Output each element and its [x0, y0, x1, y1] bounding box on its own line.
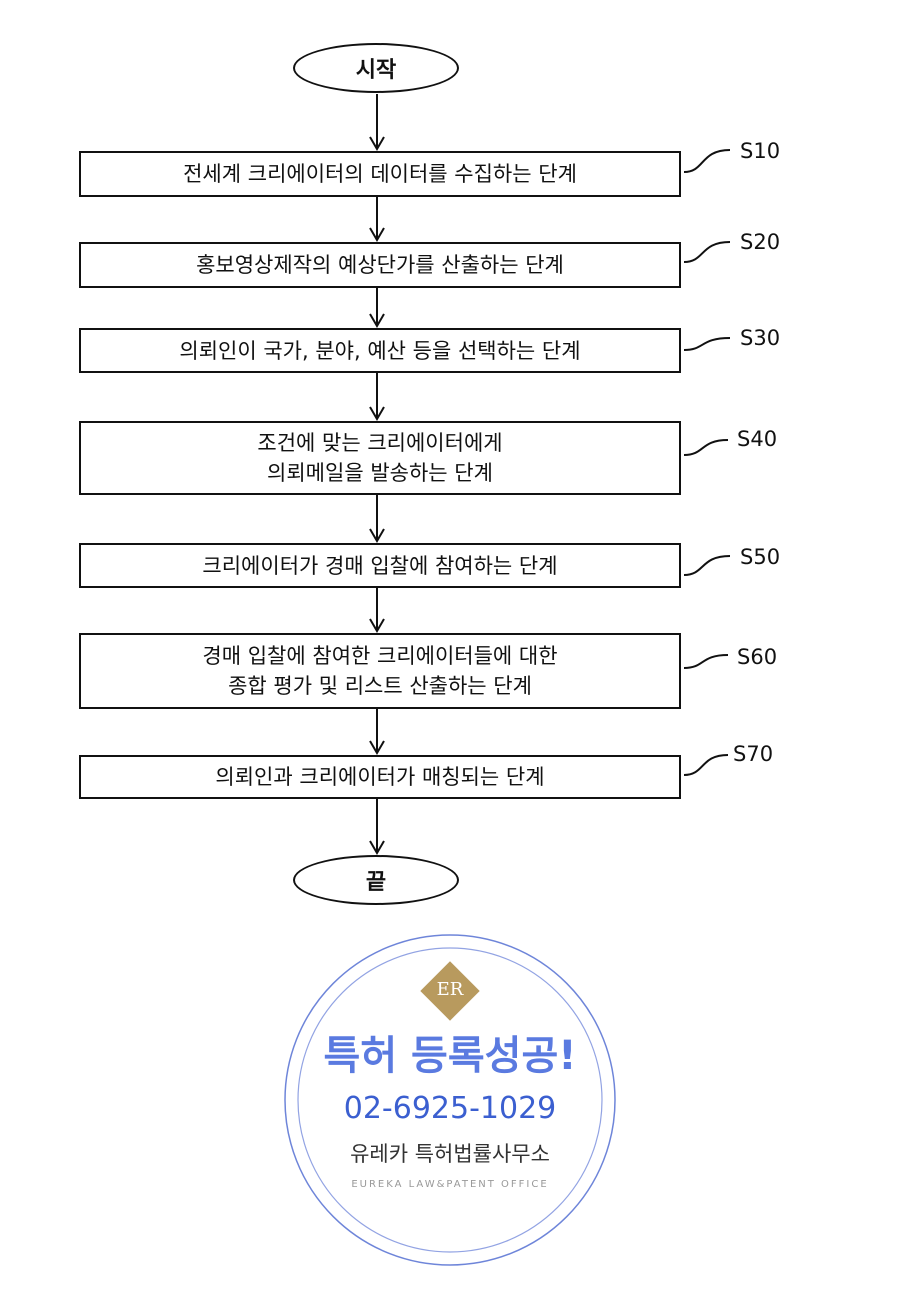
- watermark-phone: 02-6925-1029: [280, 1090, 620, 1128]
- step-label: S20: [740, 230, 780, 254]
- watermark-office-ko: 유레카 특허법률사무소: [280, 1140, 620, 1168]
- step-box-s20: 홍보영상제작의 예상단가를 산출하는 단계: [79, 242, 681, 288]
- step-label: S10: [740, 139, 780, 163]
- step-box-s60: 경매 입찰에 참여한 크리에이터들에 대한 종합 평가 및 리스트 산출하는 단…: [79, 633, 681, 709]
- step-label: S30: [740, 326, 780, 350]
- step-box-s30: 의뢰인이 국가, 분야, 예산 등을 선택하는 단계: [79, 328, 681, 373]
- er-logo-text: ER: [430, 979, 470, 1000]
- step-box-s50: 크리에이터가 경매 입찰에 참여하는 단계: [79, 543, 681, 588]
- watermark-office-en: EUREKA LAW&PATENT OFFICE: [280, 1178, 620, 1192]
- step-box-s70: 의뢰인과 크리에이터가 매칭되는 단계: [79, 755, 681, 799]
- watermark-stamp: ER 특허 등록성공! 02-6925-1029 유레카 특허법률사무소 EUR…: [280, 930, 620, 1270]
- watermark-headline: 특허 등록성공!: [280, 1032, 620, 1080]
- step-label: S70: [733, 742, 773, 766]
- start-terminal: 시작: [293, 43, 459, 93]
- step-box-s40: 조건에 맞는 크리에이터에게 의뢰메일을 발송하는 단계: [79, 421, 681, 495]
- step-label: S50: [740, 545, 780, 569]
- end-terminal: 끝: [293, 855, 459, 905]
- step-label: S60: [737, 645, 777, 669]
- step-label: S40: [737, 427, 777, 451]
- step-box-s10: 전세계 크리에이터의 데이터를 수집하는 단계: [79, 151, 681, 197]
